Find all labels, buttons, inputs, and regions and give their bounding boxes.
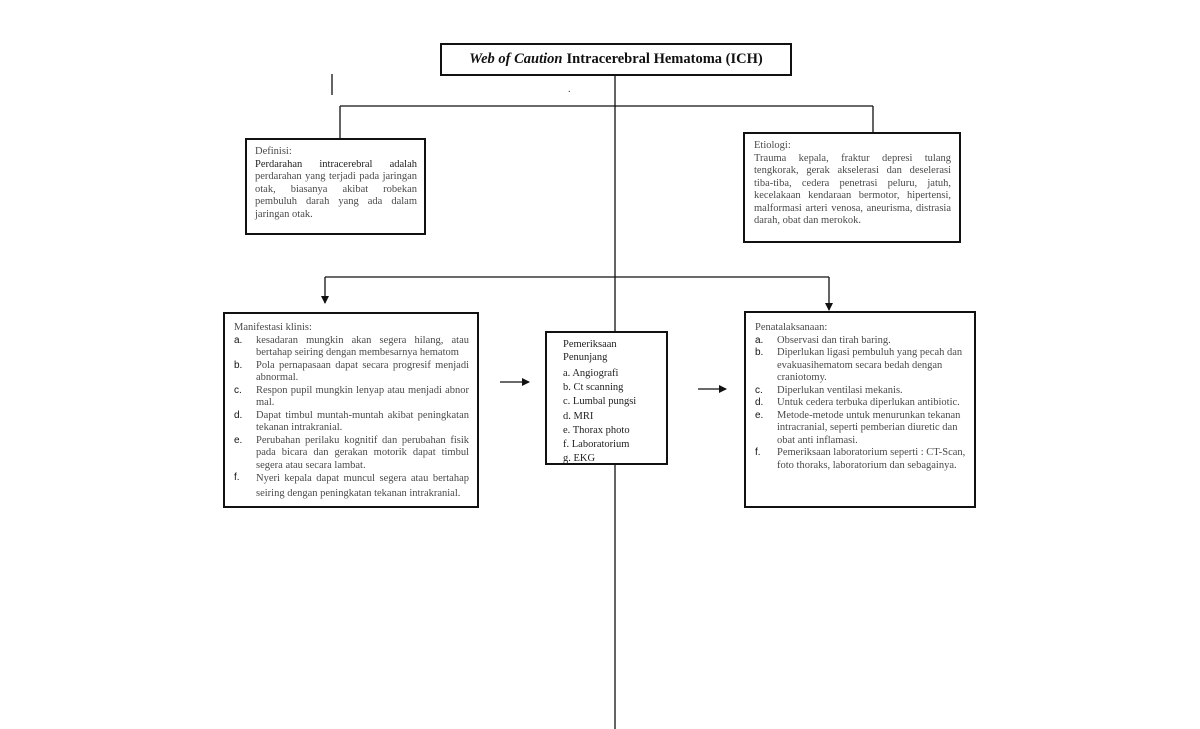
- penatalaksanaan-box: Penatalaksanaan: a. Observasi dan tirah b…: [744, 311, 976, 508]
- list-marker: a.: [755, 334, 764, 346]
- list-text: Pola pernapasaan dapat secara progresif …: [256, 359, 469, 384]
- list-item: b. Pola pernapasaan dapat secara progresi…: [234, 360, 469, 385]
- list-marker: c.: [234, 384, 242, 396]
- title-main: Intracerebral Hematoma (ICH): [566, 51, 763, 68]
- list-marker: b.: [234, 359, 243, 371]
- etiologi-heading: Etiologi:: [754, 140, 791, 151]
- manifestasi-list: a. kesadaran mungkin akan segera hilang, …: [234, 335, 469, 502]
- list-text: Nyeri kepala dapat muncul segera atau be…: [256, 473, 469, 499]
- penatalaksanaan-heading: Penatalaksanaan:: [755, 322, 828, 333]
- list-marker: d.: [234, 409, 243, 421]
- list-marker: c.: [755, 384, 763, 396]
- pemeriksaan-box: Pemeriksaan Penunjang a. Angiografi b. C…: [545, 331, 668, 465]
- list-item: a. Angiografi: [563, 368, 619, 379]
- definisi-lead: Perdarahan intracerebral adalah: [255, 158, 417, 170]
- definisi-box: Definisi: Perdarahan intracerebral adala…: [245, 138, 426, 235]
- list-item: e. Thorax photo: [563, 424, 630, 436]
- manifestasi-heading: Manifestasi klinis:: [234, 322, 312, 333]
- etiologi-box: Etiologi: Trauma kepala, fraktur depresi…: [743, 132, 961, 243]
- definisi-body: perdarahan yang terjadi pada jaringan ot…: [255, 171, 417, 220]
- pemeriksaan-heading: Pemeriksaan Penunjang: [563, 339, 617, 363]
- list-text: Perubahan perilaku kognitif dan perubaha…: [256, 434, 469, 471]
- list-item: d. Dapat timbul muntah-muntah akibat peni…: [234, 410, 469, 435]
- list-text: kesadaran mungkin akan segera hilang, at…: [256, 334, 469, 359]
- etiologi-body: Trauma kepala, fraktur depresi tulang te…: [754, 152, 951, 227]
- list-item: g. EKG: [563, 453, 596, 465]
- list-text: Pemeriksaan laboratorium seperti : CT-Sc…: [777, 447, 966, 471]
- list-item: b. Diperlukan ligasi pembuluh yang pecah …: [755, 347, 966, 385]
- list-marker: e.: [755, 409, 764, 421]
- list-text: Diperlukan ligasi pembuluh yang pecah da…: [777, 347, 963, 383]
- title-italic: Web of Caution: [469, 51, 563, 68]
- pemeriksaan-list: a. Angiografi b. Ct scanning c. Lumbal p…: [563, 367, 660, 466]
- list-marker: f.: [755, 447, 761, 458]
- list-item: f. Laboratorium: [563, 439, 630, 451]
- list-text: Dapat timbul muntah-muntah akibat pening…: [256, 409, 469, 434]
- list-marker: e.: [234, 434, 243, 446]
- list-marker: f.: [234, 472, 240, 483]
- list-text: Respon pupil mungkin lenyap atau menjadi…: [256, 384, 469, 409]
- list-item: e. Perubahan perilaku kognitif dan peruba…: [234, 435, 469, 473]
- list-text: Diperlukan ventilasi mekanis.: [777, 384, 903, 396]
- list-text: Metode-metode untuk menurunkan tekanan i…: [777, 409, 961, 446]
- list-item: d. Untuk cedera terbuka diperlukan antibi…: [755, 397, 966, 410]
- list-item: c. Diperlukan ventilasi mekanis.: [755, 385, 966, 398]
- list-marker: a.: [234, 334, 243, 346]
- stray-dot: .: [568, 84, 571, 95]
- list-item: f. Nyeri kepala dapat muncul segera atau …: [234, 472, 469, 501]
- definisi-heading: Definisi:: [255, 146, 292, 157]
- list-item: c. Respon pupil mungkin lenyap atau menja…: [234, 385, 469, 410]
- list-item: a. Observasi dan tirah baring.: [755, 335, 966, 348]
- list-item: e. Metode-metode untuk menurunkan tekanan…: [755, 410, 966, 448]
- title-box: Web of Caution Intracerebral Hematoma (I…: [440, 43, 792, 76]
- penatalaksanaan-list: a. Observasi dan tirah baring. b. Diperluk…: [755, 335, 966, 473]
- list-item: f. Pemeriksaan laboratorium seperti : CT-…: [755, 447, 966, 472]
- list-marker: b.: [755, 347, 764, 358]
- list-item: a. kesadaran mungkin akan segera hilang, …: [234, 335, 469, 360]
- manifestasi-box: Manifestasi klinis: a. kesadaran mungkin …: [223, 312, 479, 508]
- list-item: d. MRI: [563, 410, 594, 422]
- list-text: Observasi dan tirah baring.: [777, 334, 891, 346]
- list-text: Untuk cedera terbuka diperlukan antibiot…: [777, 397, 960, 408]
- list-item: c. Lumbal pungsi: [563, 396, 637, 408]
- list-item: b. Ct scanning: [563, 382, 624, 394]
- list-marker: d.: [755, 397, 764, 408]
